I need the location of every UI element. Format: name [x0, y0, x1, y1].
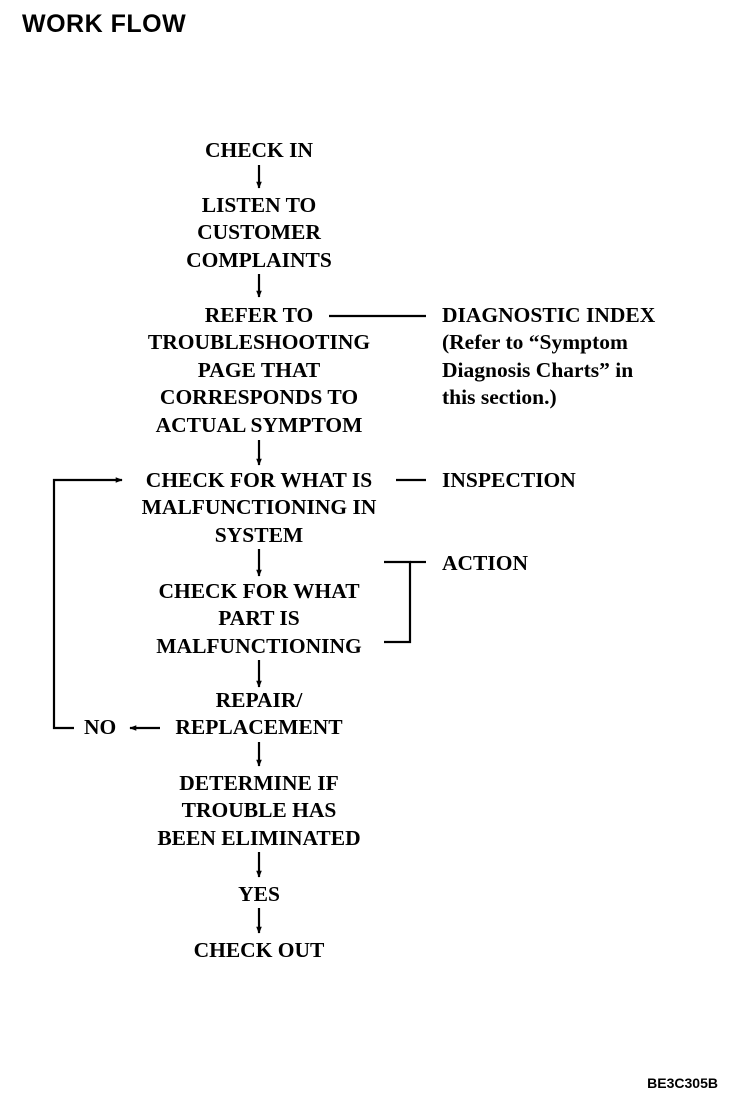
- step-check-part: CHECK FOR WHAT PART IS MALFUNCTIONING: [156, 579, 362, 658]
- step-check-in: CHECK IN: [204, 138, 314, 162]
- step-determine-trouble: DETERMINE IF TROUBLE HAS BEEN ELIMINATED: [157, 771, 361, 850]
- diagnostic-index-note: DIAGNOSTIC INDEX (Refer to “Symptom Diag…: [442, 303, 656, 410]
- figure-code: BE3C305B: [647, 1075, 718, 1091]
- step-yes: YES: [238, 882, 280, 906]
- step-listen-to-customer: LISTEN TO CUSTOMER COMPLAINTS: [186, 193, 332, 272]
- action-bracket: [384, 560, 412, 644]
- step-check-out: CHECK OUT: [193, 938, 325, 962]
- action-label: ACTION: [442, 551, 529, 575]
- step-check-system: CHECK FOR WHAT IS MALFUNCTIONING IN SYST…: [141, 468, 377, 547]
- page-title: WORK FLOW: [22, 10, 187, 38]
- no-loop-label: NO: [84, 715, 117, 739]
- step-repair-replacement: REPAIR/ REPLACEMENT: [175, 688, 343, 740]
- no-loop-line: [52, 477, 123, 730]
- inspection-label: INSPECTION: [442, 468, 576, 492]
- step-refer-to-troubleshooting: REFER TO TROUBLESHOOTING PAGE THAT CORRE…: [147, 303, 371, 437]
